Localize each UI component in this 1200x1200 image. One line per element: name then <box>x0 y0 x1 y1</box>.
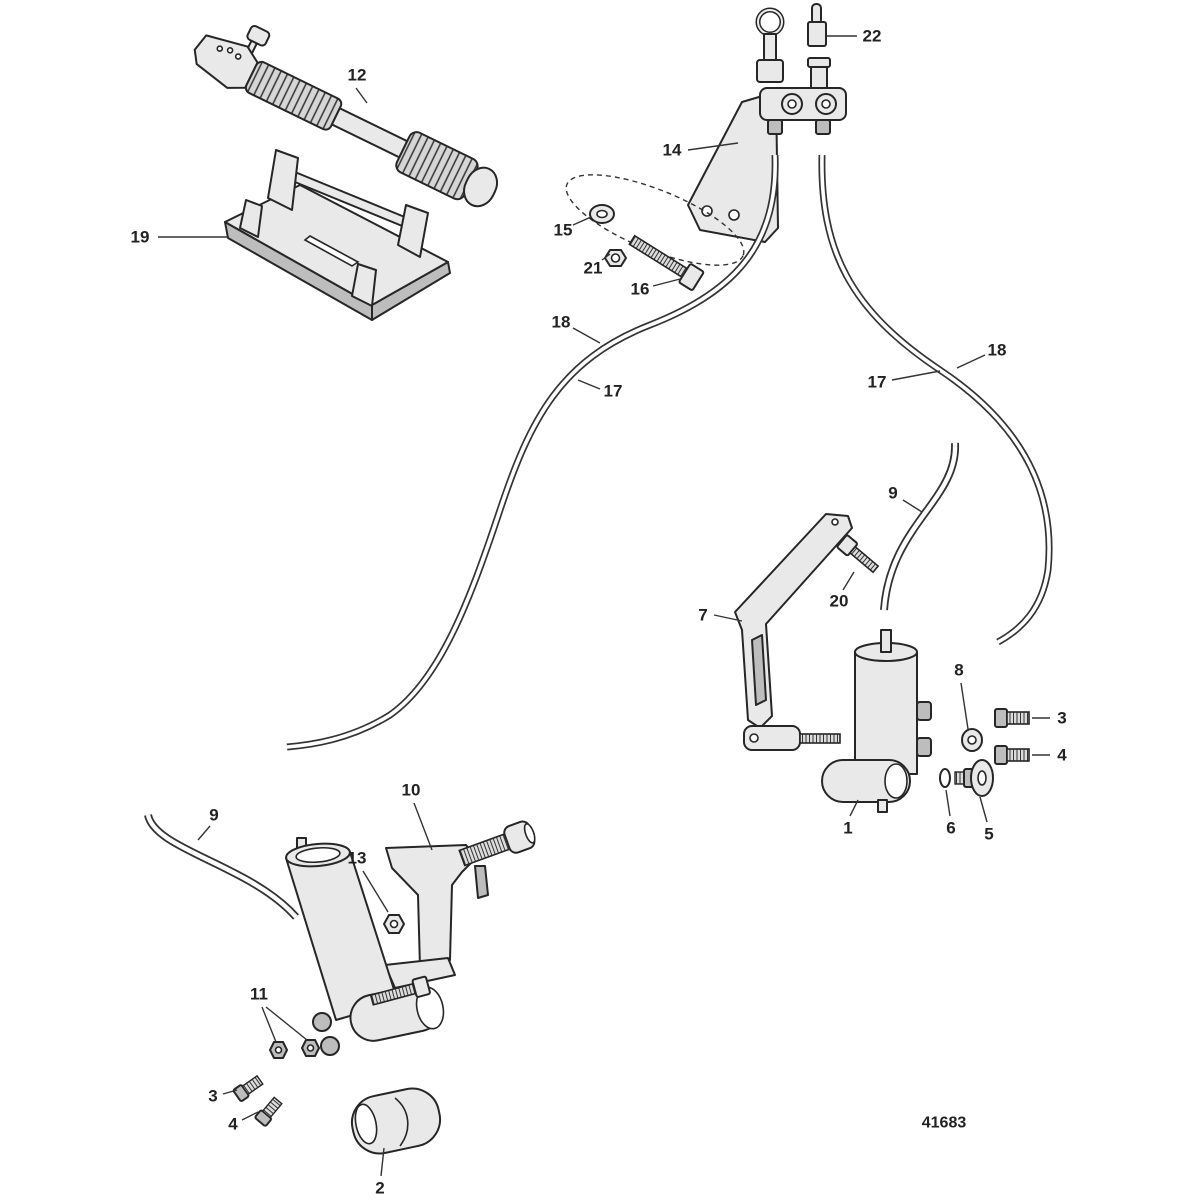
callout-9-right: 9 <box>888 484 897 503</box>
part-15-washer <box>589 204 615 224</box>
callout-17-right: 17 <box>868 373 887 392</box>
leader-line-13 <box>362 870 389 913</box>
leader-line-1 <box>849 799 859 817</box>
callout-12: 12 <box>348 66 367 85</box>
callout-6: 6 <box>946 819 955 838</box>
callout-labels: 12 19 14 22 15 21 16 18 17 18 17 9 20 7 … <box>131 27 1068 1198</box>
callout-18-left: 18 <box>552 313 571 332</box>
part-4-fitting-left <box>254 1096 283 1127</box>
callout-16: 16 <box>631 280 650 299</box>
part-21-nut <box>604 249 627 267</box>
leader-line-4-left <box>241 1111 259 1121</box>
part-19-tray <box>224 149 451 321</box>
cable-left <box>286 154 779 751</box>
callout-9-left: 9 <box>209 806 218 825</box>
leader-lines <box>158 35 1050 1177</box>
leader-line-17-left <box>577 379 601 390</box>
leader-line-12 <box>355 87 368 104</box>
callout-3-left: 3 <box>208 1087 217 1106</box>
callout-3-right: 3 <box>1057 709 1066 728</box>
leader-line-3-left <box>222 1089 238 1095</box>
callout-4-left: 4 <box>228 1115 238 1134</box>
leader-line-16 <box>652 278 681 287</box>
part-11-fittings <box>269 1039 320 1059</box>
part-20-bolt <box>836 534 880 574</box>
callout-20: 20 <box>830 592 849 611</box>
callout-19: 19 <box>131 228 150 247</box>
leader-line-14 <box>687 142 739 151</box>
part-8-plug <box>961 728 983 752</box>
hardware-group-outline <box>565 174 745 266</box>
leader-line-8 <box>960 682 969 730</box>
leader-line-2 <box>380 1147 385 1177</box>
valve-body-left <box>285 837 445 1056</box>
part-4-fitting-right <box>994 745 1030 765</box>
callout-7: 7 <box>698 606 707 625</box>
leader-line-15 <box>572 216 592 226</box>
callout-22: 22 <box>863 27 882 46</box>
callout-1: 1 <box>843 819 852 838</box>
part-10-bracket <box>384 820 536 989</box>
callout-2: 2 <box>375 1179 384 1198</box>
part-5-plug <box>954 759 994 797</box>
callout-13: 13 <box>348 849 367 868</box>
part-9-hose-right <box>880 442 960 611</box>
part-3-fitting-right <box>994 708 1030 728</box>
leader-line-9-left <box>197 825 211 841</box>
part-9-hose-left <box>144 813 299 920</box>
part-22-fitting <box>807 3 827 47</box>
part-2-elbow <box>350 1087 442 1155</box>
leader-line-11-a <box>261 1006 277 1043</box>
part-14-bracket-assembly <box>687 7 847 243</box>
callout-10: 10 <box>402 781 421 800</box>
leader-line-11-b <box>265 1006 308 1041</box>
callout-21: 21 <box>584 259 603 278</box>
leader-line-9-right <box>902 499 923 513</box>
leader-line-6 <box>945 789 951 817</box>
part-13-nut <box>383 914 405 934</box>
callout-4-right: 4 <box>1057 746 1067 765</box>
callout-17-left: 17 <box>604 382 623 401</box>
leader-line-18-left <box>572 327 601 344</box>
leader-line-20 <box>842 571 855 591</box>
callout-15: 15 <box>554 221 573 240</box>
leader-line-10 <box>413 802 433 851</box>
part-7-bracket <box>734 513 853 751</box>
figure-number: 41683 <box>922 1115 967 1132</box>
callout-5: 5 <box>984 825 993 844</box>
part-16-bolt <box>628 234 705 291</box>
part-6-o-ring <box>939 768 951 788</box>
callout-14: 14 <box>663 141 682 160</box>
callout-11: 11 <box>250 985 268 1004</box>
callout-8: 8 <box>954 661 963 680</box>
part-12-handle <box>193 24 499 208</box>
leader-line-21 <box>601 253 611 261</box>
leader-line-5 <box>979 796 988 823</box>
leader-line-7 <box>713 614 743 622</box>
part-1-valve-body <box>821 629 932 813</box>
part-3-fitting-left <box>232 1074 264 1102</box>
cable-right <box>818 154 1053 646</box>
leader-line-17-right <box>891 370 941 381</box>
callout-18-right: 18 <box>988 341 1007 360</box>
leader-line-18-right <box>956 354 986 369</box>
